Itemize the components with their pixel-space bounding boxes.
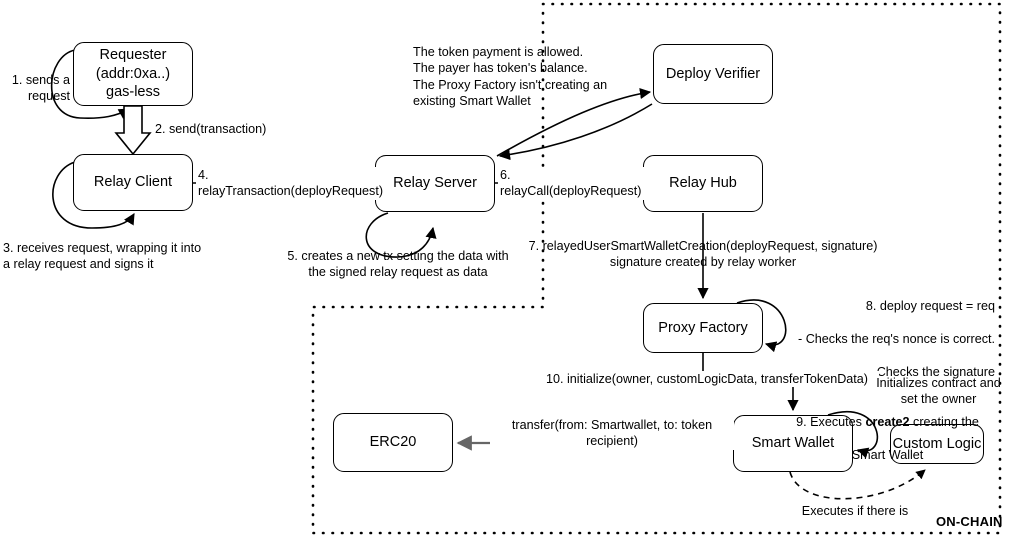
step-8-line-1: 8. deploy request = req (865, 299, 995, 314)
node-proxy-factory-label: Proxy Factory (658, 319, 748, 336)
node-relay-hub[interactable]: Relay Hub (643, 155, 763, 212)
step-7-label: 7. relayedUserSmartWalletCreation(deploy… (528, 239, 878, 270)
step-5-label: 5. creates a new tx setting the data wit… (287, 249, 509, 280)
node-deploy-verifier-label: Deploy Verifier (665, 65, 761, 82)
node-relay-hub-label: Relay Hub (669, 175, 737, 192)
step-9-prefix: 9. Executes (796, 414, 866, 429)
node-erc20[interactable]: ERC20 (333, 413, 453, 472)
node-relay-server-label: Relay Server (393, 175, 477, 192)
step-3-label: 3. receives request, wrapping it into a … (3, 241, 202, 272)
step-1-label: 1. sends a request (11, 73, 70, 104)
transfer-label: transfer(from: Smartwallet, to: token re… (490, 417, 734, 450)
node-relay-client-label: Relay Client (93, 174, 173, 191)
initializes-contract-note: Initializes contract and set the owner (876, 376, 1001, 407)
node-erc20-label: ERC20 (369, 434, 417, 451)
step-9-bold-create2: create2 (865, 414, 910, 429)
deploy-verifier-conditions-note: The token payment is allowed. The payer … (413, 45, 608, 109)
executes-if-there-is-note: Executes if there is (801, 504, 909, 518)
step-8-line-2: - Checks the req's nonce is correct. (798, 332, 995, 347)
onchain-boundary-label: ON-CHAIN (936, 514, 1003, 529)
node-relay-client[interactable]: Relay Client (73, 154, 193, 211)
step-2-label: 2. send(transaction) (153, 121, 317, 138)
step-9-line-2: Smart Wallet (851, 447, 924, 462)
step-4-label: 4. relayTransaction(deployRequest) (196, 167, 385, 200)
step-6-label: 6. relayCall(deployRequest) (498, 167, 652, 200)
node-requester-label: Requester (addr:0xa..) gas-less (95, 47, 171, 101)
node-deploy-verifier[interactable]: Deploy Verifier (653, 44, 773, 104)
node-relay-server[interactable]: Relay Server (375, 155, 495, 212)
edge-requester-to-relay-client (114, 105, 152, 156)
step-10-label: 10. initialize(owner, customLogicData, t… (535, 371, 879, 388)
node-requester[interactable]: Requester (addr:0xa..) gas-less (73, 42, 193, 106)
node-proxy-factory[interactable]: Proxy Factory (643, 303, 763, 353)
step-9-suffix: creating the (909, 414, 979, 429)
edge-deploy-verifier-to-relay-server (498, 103, 653, 161)
